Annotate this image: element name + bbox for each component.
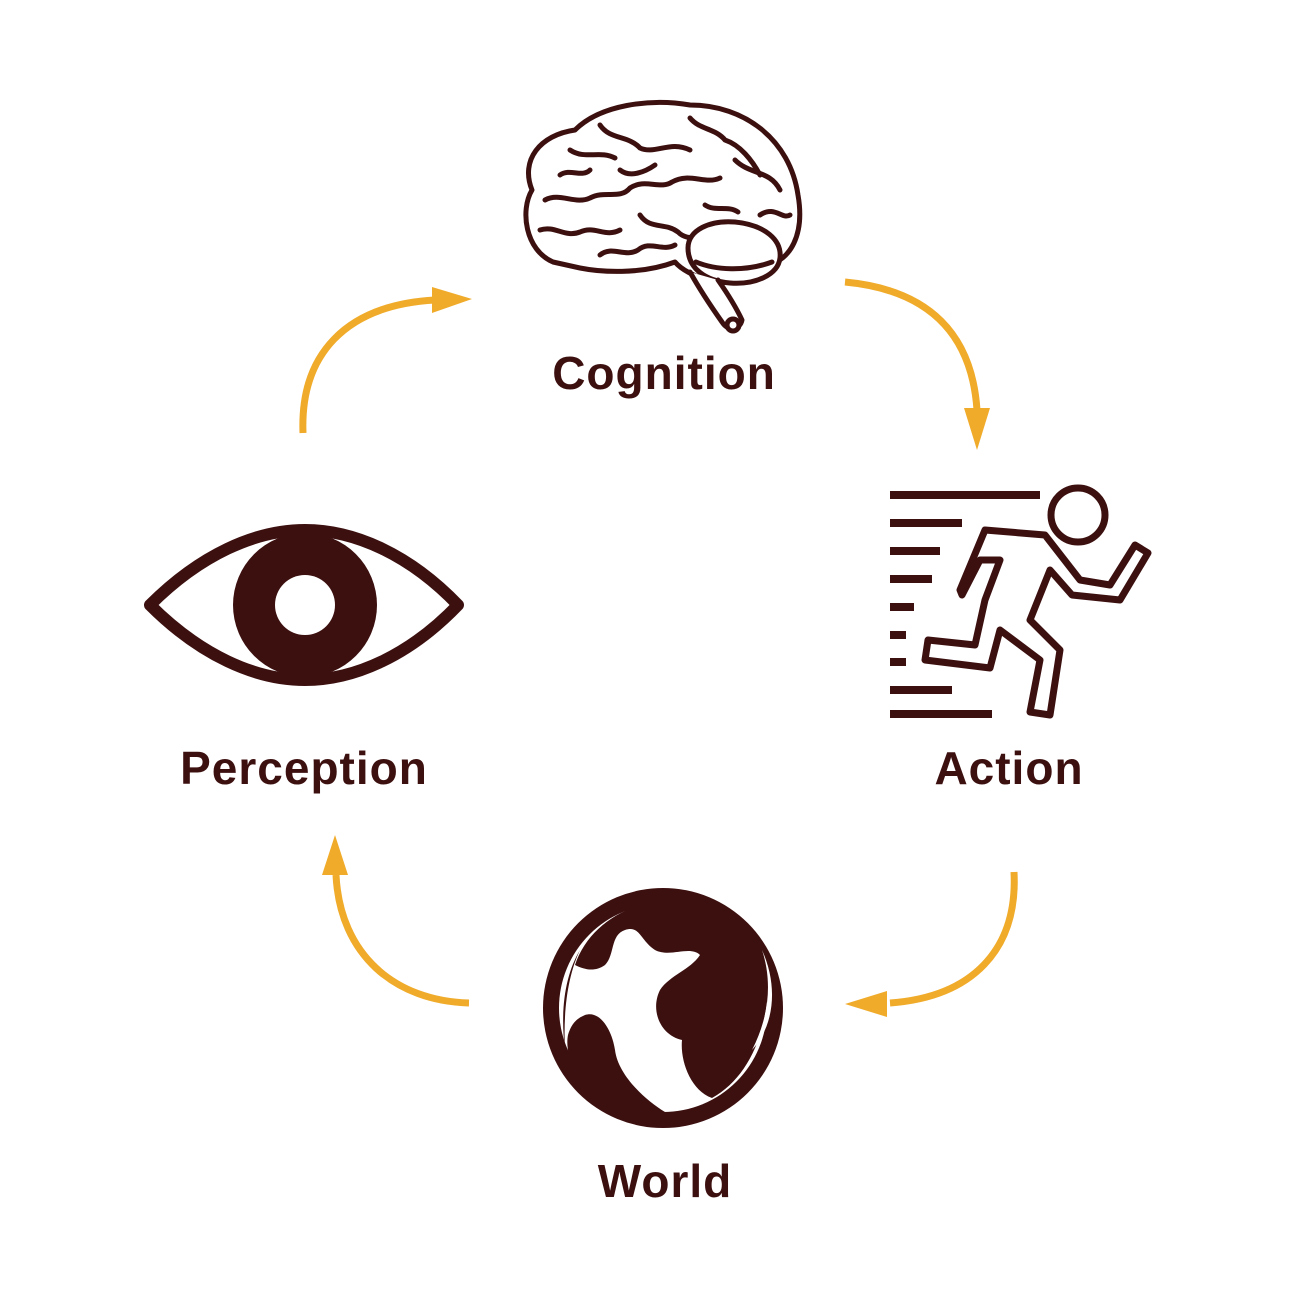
label-world: World	[597, 1155, 733, 1207]
arrow-action-to-world	[845, 871, 1018, 1017]
arrow-perception-to-cognition	[299, 287, 472, 434]
arrow-world-to-perception	[322, 835, 470, 1007]
label-cognition: Cognition	[552, 347, 776, 399]
running-person-icon	[890, 484, 1152, 719]
arrow-cognition-to-action	[844, 278, 990, 450]
eye-icon	[144, 524, 464, 686]
globe-icon	[543, 888, 783, 1128]
label-action: Action	[934, 742, 1084, 794]
label-perception: Perception	[180, 742, 428, 794]
brain-icon	[523, 99, 803, 334]
